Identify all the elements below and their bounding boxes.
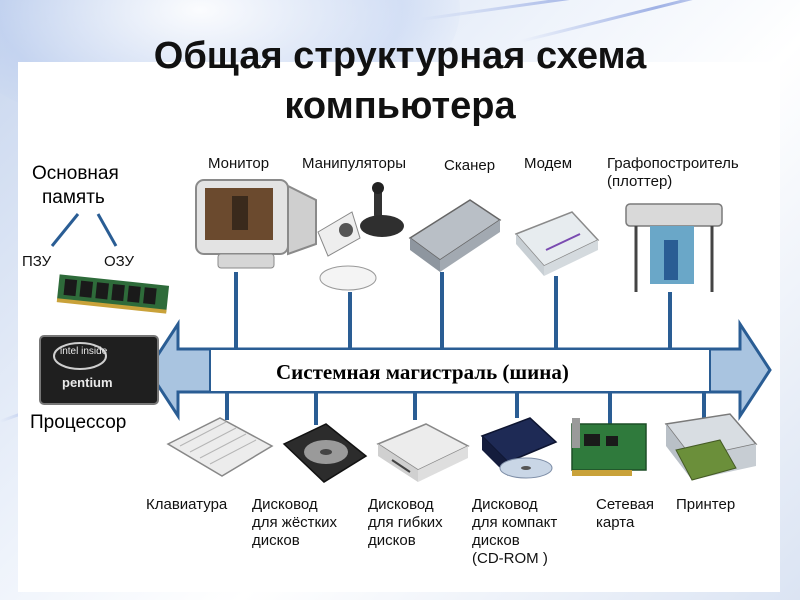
- modem-icon: [514, 211, 600, 276]
- scanner-icon: [408, 199, 502, 272]
- printer-icon: [664, 413, 758, 481]
- ram-module-icon: [56, 274, 170, 314]
- cdrom-label: Дисковод для компакт дисков (CD-ROM ): [472, 496, 558, 567]
- chip-text-line-1: intel inside: [60, 346, 108, 357]
- processor-chip-icon: [39, 335, 159, 405]
- monitor-label: Монитор: [208, 155, 270, 172]
- connectors: [225, 272, 706, 425]
- ram-label: ОЗУ: [104, 253, 135, 270]
- memory-title-line-2: память: [42, 187, 105, 208]
- modem-label: Модем: [524, 155, 573, 172]
- title-line-1: Общая структурная схема: [153, 35, 647, 77]
- chip-text-line-2: pentium: [62, 375, 113, 390]
- processor-label: Процессор: [30, 412, 127, 433]
- system-bus-label: Системная магистраль (шина): [276, 360, 569, 384]
- content-panel: [18, 62, 780, 592]
- plotter-label: Графопостроитель (плоттер): [607, 155, 739, 190]
- plotter-icon: [625, 203, 723, 292]
- rom-label: ПЗУ: [22, 253, 52, 270]
- cdrom-drive-icon: [480, 417, 558, 479]
- fdd-label: Дисковод для гибких дисков: [368, 496, 443, 549]
- manipulators-icon: [317, 182, 404, 291]
- scanner-label: Сканер: [444, 157, 496, 174]
- monitor-icon: [195, 179, 317, 269]
- hdd-label: Дисковод для жёстких дисков: [252, 496, 337, 549]
- title-line-2: компьютера: [284, 85, 516, 127]
- keyboard-label: Клавиатура: [146, 496, 228, 513]
- floppy-drive-icon: [376, 423, 470, 482]
- memory-title-line-1: Основная: [32, 163, 119, 184]
- bus-label-box: [209, 348, 711, 393]
- manipulators-label: Манипуляторы: [302, 155, 407, 172]
- memory-tree: [50, 213, 118, 247]
- keyboard-icon: [166, 417, 274, 477]
- network-card-label: Сетевая карта: [596, 496, 654, 531]
- network-card-icon: [571, 418, 647, 476]
- printer-label: Принтер: [676, 496, 736, 513]
- hard-disk-icon: [282, 423, 368, 483]
